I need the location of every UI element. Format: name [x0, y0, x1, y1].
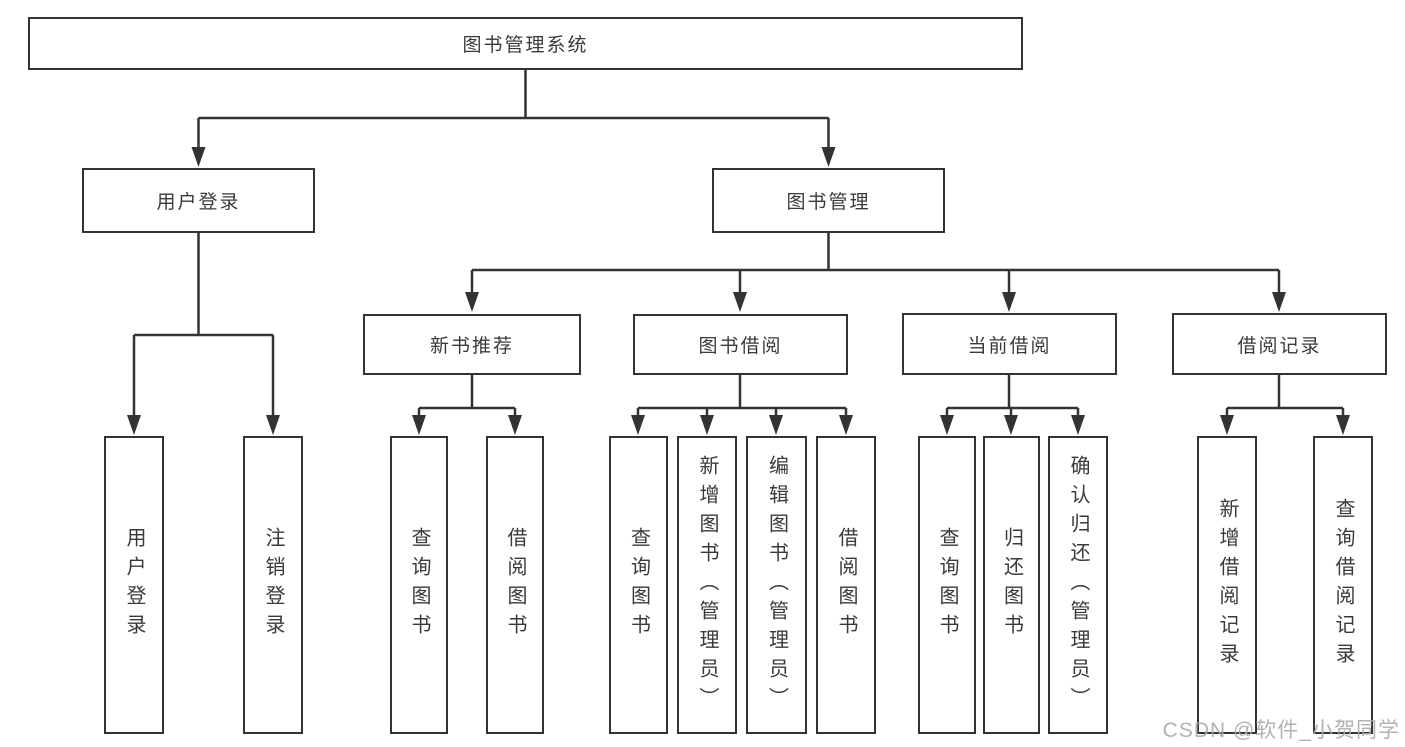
node-borrow-query-books: 查询图书 — [609, 436, 668, 734]
node-user-login-leaf: 用户登录 — [104, 436, 164, 734]
node-label: 当前借阅 — [967, 335, 1052, 357]
arrowhead-down-icon — [940, 415, 954, 435]
node-label: 新书推荐 — [429, 336, 514, 357]
node-recommend-query-books: 查询图书 — [390, 436, 448, 734]
arrowhead-down-icon — [127, 415, 141, 435]
node-current-return-books: 归还图书 — [983, 436, 1040, 734]
node-user-login: 用户登录 — [82, 168, 315, 233]
node-label: 用户登录 — [123, 527, 145, 643]
node-label: 借阅图书 — [504, 527, 526, 643]
node-records-add-record: 新增借阅记录 — [1197, 436, 1257, 734]
node-borrow-records: 借阅记录 — [1172, 313, 1387, 375]
connector-recommend-to-leaves — [417, 375, 517, 422]
node-label: 图书借阅 — [698, 336, 783, 357]
arrowheads-leaves — [127, 415, 1350, 435]
arrowhead-down-icon — [769, 415, 783, 435]
node-label: 查询图书 — [936, 527, 958, 643]
connector-login-to-leaves — [132, 233, 275, 422]
node-book-borrow: 图书借阅 — [633, 314, 848, 375]
node-label: 查询借阅记录 — [1332, 498, 1354, 672]
arrowheads-level2 — [191, 147, 836, 167]
node-logout: 注销登录 — [243, 436, 303, 734]
node-current-borrow: 当前借阅 — [902, 313, 1117, 375]
arrowhead-down-icon — [631, 415, 645, 435]
arrowhead-down-icon — [1336, 415, 1350, 435]
arrowhead-down-icon — [508, 415, 522, 435]
arrowhead-down-icon — [821, 147, 836, 167]
arrowhead-down-icon — [1220, 415, 1234, 435]
arrowhead-down-icon — [1004, 415, 1018, 435]
node-book-management: 图书管理 — [712, 168, 945, 233]
arrowhead-down-icon — [700, 415, 714, 435]
arrowhead-down-icon — [412, 415, 426, 435]
connector-mgmt-to-level3 — [470, 233, 1281, 299]
node-label: 图书管理系统 — [462, 35, 589, 56]
node-borrow-add-books-admin: 新增图书（管理员） — [677, 436, 737, 734]
arrowhead-down-icon — [465, 292, 479, 312]
connector-root-to-level2 — [197, 70, 830, 155]
connector-borrow-to-leaves — [636, 375, 848, 422]
node-label: 借阅图书 — [835, 527, 857, 643]
node-label: 新增借阅记录 — [1216, 498, 1238, 672]
arrowhead-down-icon — [266, 415, 280, 435]
node-borrow-borrow-books: 借阅图书 — [816, 436, 876, 734]
node-recommend-borrow-books: 借阅图书 — [486, 436, 544, 734]
node-label: 新增图书（管理员） — [696, 454, 718, 716]
node-label: 确认归还（管理员） — [1067, 454, 1089, 716]
arrowhead-down-icon — [1272, 292, 1286, 312]
node-label: 用户登录 — [156, 192, 241, 213]
node-label: 借阅记录 — [1237, 335, 1322, 357]
node-label: 图书管理 — [786, 192, 871, 213]
arrowhead-down-icon — [733, 292, 747, 312]
arrowhead-down-icon — [839, 415, 853, 435]
node-label: 查询图书 — [408, 527, 430, 643]
node-label: 归还图书 — [1000, 527, 1023, 643]
node-label: 注销登录 — [262, 527, 284, 643]
node-new-book-recommend: 新书推荐 — [363, 314, 581, 375]
node-current-confirm-return-admin: 确认归还（管理员） — [1048, 436, 1108, 734]
node-library-system: 图书管理系统 — [28, 17, 1023, 70]
arrowhead-down-icon — [191, 147, 206, 167]
arrowhead-down-icon — [1002, 292, 1016, 312]
node-borrow-edit-books-admin: 编辑图书（管理员） — [746, 436, 807, 734]
connector-current-to-leaves — [945, 375, 1080, 422]
arrowheads-level3 — [465, 292, 1286, 312]
connector-records-to-leaves — [1225, 375, 1345, 422]
watermark: CSDN @软件_小贺同学 — [1162, 719, 1400, 742]
node-current-query-books: 查询图书 — [918, 436, 976, 734]
node-label: 查询图书 — [627, 527, 650, 643]
node-records-query-record: 查询借阅记录 — [1313, 436, 1373, 734]
node-label: 编辑图书（管理员） — [765, 454, 788, 716]
arrowhead-down-icon — [1071, 415, 1085, 435]
